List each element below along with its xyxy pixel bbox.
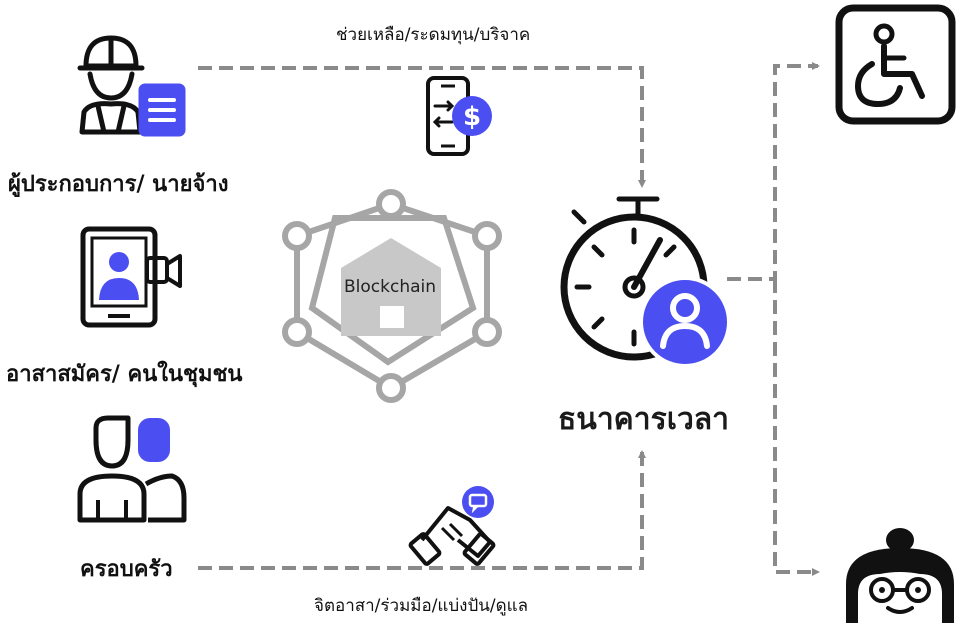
top-flow-arrow	[198, 66, 646, 188]
video-call-tablet-icon	[80, 226, 182, 328]
worker-with-document-icon	[77, 35, 186, 137]
wheelchair-icon	[835, 4, 956, 125]
bank-to-wheelchair-arrow	[727, 62, 820, 281]
handshake-icon	[408, 486, 496, 566]
time-bank-label: ธนาคารเวลา	[558, 402, 730, 437]
connector-arrows	[198, 62, 820, 576]
bottom-flow-label: จิตอาสา/ร่วมมือ/แบ่งปัน/ดูแล	[314, 596, 529, 616]
family-icon	[77, 415, 187, 523]
bank-to-elderly-arrow	[773, 279, 820, 576]
actor-label-family: ครอบครัว	[80, 557, 173, 582]
stopwatch-user-icon	[560, 196, 731, 368]
blockchain-label: Blockchain	[344, 277, 437, 297]
blockchain-network-icon	[282, 189, 502, 403]
top-flow-label: ช่วยเหลือ/ระดมทุน/บริจาค	[336, 25, 531, 45]
actor-label-employer: ผู้ประกอบการ/ นายจ้าง	[8, 172, 229, 197]
actor-label-volunteer: อาสาสมัคร/ คนในชุมชน	[6, 362, 243, 387]
svg-text:$: $	[463, 102, 481, 132]
elderly-woman-icon	[846, 528, 954, 623]
bottom-flow-arrow	[198, 450, 646, 570]
phone-payment-icon: $	[426, 76, 492, 156]
